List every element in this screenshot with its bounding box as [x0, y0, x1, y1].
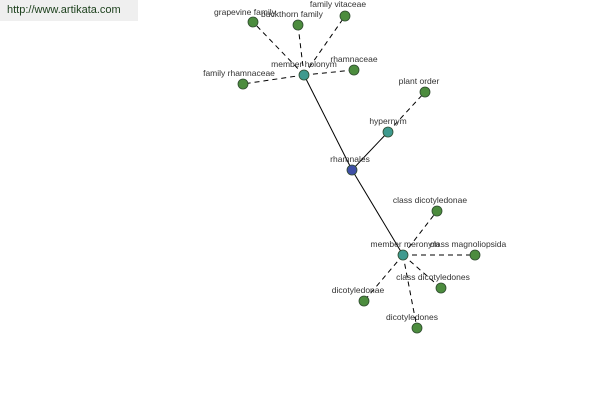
- node-label-class-dicotyledones: class dicotyledones: [396, 272, 470, 282]
- node-rhamnales[interactable]: [346, 164, 358, 176]
- edges-layer: [242, 15, 475, 329]
- node-member-meronym[interactable]: [397, 249, 409, 261]
- node-label-hypernym: hypernym: [369, 116, 406, 126]
- node-plant-order[interactable]: [419, 86, 431, 98]
- node-dicotyledones[interactable]: [411, 322, 423, 334]
- node-label-class-magnoliopsida: class magnoliopsida: [430, 239, 507, 249]
- edge-hypernym-plant_order: [387, 91, 426, 133]
- node-label-class-dicotyledonae: class dicotyledonae: [393, 195, 467, 205]
- edge-member_meronym-dicotyledonae: [363, 254, 404, 302]
- node-class-dicotyledones[interactable]: [435, 282, 447, 294]
- edge-rhamnales-member_meronym: [351, 169, 404, 256]
- node-label-rhamnales: rhamnales: [330, 154, 370, 164]
- node-label-dicotyledones: dicotyledones: [386, 312, 438, 322]
- edge-member_meronym-class_dicotyledonae: [402, 210, 438, 256]
- node-label-grapevine-family: grapevine family: [214, 7, 277, 17]
- node-buckthorn-family[interactable]: [292, 19, 304, 31]
- node-grapevine-family[interactable]: [247, 16, 259, 28]
- node-label-member-meronym: member meronym: [371, 239, 440, 249]
- site-url-watermark: http://www.artikata.com: [0, 0, 138, 21]
- edge-member_holonym-family_vitaceae: [303, 15, 346, 76]
- node-rhamnaceae[interactable]: [348, 64, 360, 76]
- node-member-holonym[interactable]: [298, 69, 310, 81]
- nodes-layer: [237, 10, 481, 334]
- node-dicotyledonae[interactable]: [358, 295, 370, 307]
- node-family-rhamnaceae[interactable]: [237, 78, 249, 90]
- node-label-dicotyledonae: dicotyledonae: [332, 285, 385, 295]
- edge-member_holonym-family_rhamnaceae: [242, 74, 305, 85]
- edge-member_holonym-grapevine_family: [252, 21, 305, 76]
- edge-member_holonym-rhamnaceae: [303, 69, 355, 76]
- node-label-plant-order: plant order: [399, 76, 440, 86]
- node-hypernym[interactable]: [382, 126, 394, 138]
- edge-member_meronym-dicotyledones: [402, 254, 418, 329]
- node-class-magnoliopsida[interactable]: [469, 249, 481, 261]
- node-family-vitaceae[interactable]: [339, 10, 351, 22]
- node-label-rhamnaceae: rhamnaceae: [330, 54, 378, 64]
- node-label-buckthorn-family: buckthorn family: [261, 9, 324, 19]
- node-class-dicotyledonae[interactable]: [431, 205, 443, 217]
- labels-layer: rhamnales hypernym member holonym member me…: [203, 0, 506, 322]
- edge-rhamnales-hypernym: [351, 131, 389, 171]
- node-label-member-holonym: member holonym: [271, 59, 337, 69]
- edge-rhamnales-member_holonym: [303, 74, 353, 171]
- node-label-family-vitaceae: family vitaceae: [310, 0, 366, 9]
- node-label-family-rhamnaceae: family rhamnaceae: [203, 68, 275, 78]
